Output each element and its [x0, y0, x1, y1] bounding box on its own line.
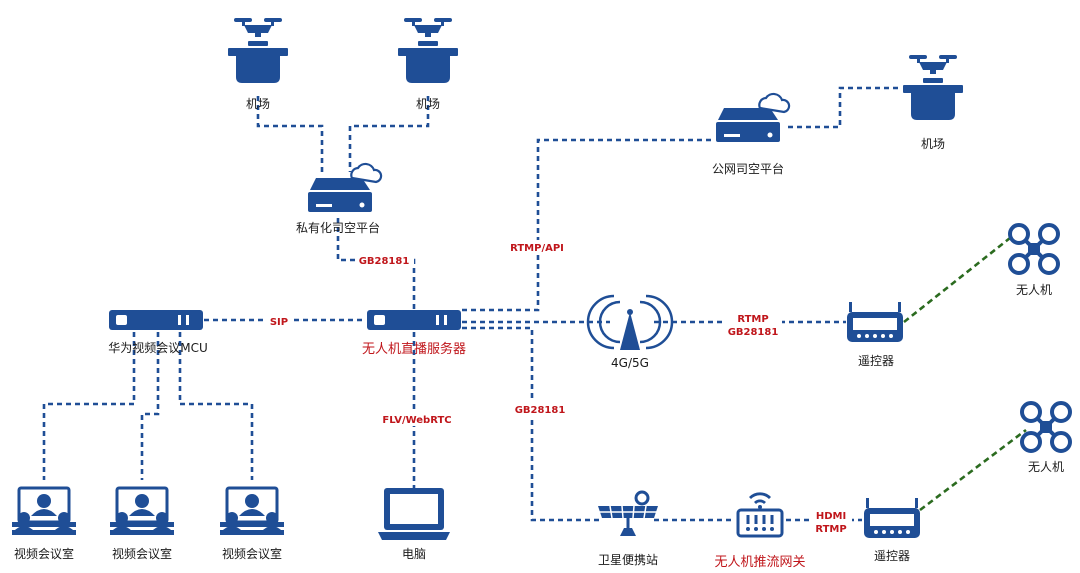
links	[42, 86, 1027, 522]
node-server: 无人机直播服务器	[362, 310, 466, 357]
drone-dock-icon	[903, 55, 963, 120]
link-label-gb-top: GB28181	[359, 256, 410, 267]
satellite-dish-icon	[596, 490, 660, 538]
link-mcu-room1	[42, 332, 136, 480]
node-remote-2-label: 遥控器	[874, 549, 910, 563]
link-airport1-private	[256, 96, 324, 172]
node-remote-2: 遥控器	[864, 498, 920, 563]
drone-dock-icon	[398, 18, 458, 83]
node-mcu-label: 华为视频会议MCU	[108, 340, 208, 355]
network-box-icon	[109, 310, 203, 330]
link-label-gb-mid: GB28181	[515, 405, 566, 416]
node-airport-1: 机场	[228, 18, 288, 111]
node-private-platform: 私有化司空平台	[296, 162, 383, 235]
node-satellite: 卫星便携站	[596, 490, 660, 567]
link-label-hdmi: HDMI	[816, 511, 846, 522]
node-satellite-label: 卫星便携站	[598, 552, 658, 567]
node-room-1: 视频会议室	[10, 486, 78, 561]
node-server-label: 无人机直播服务器	[362, 341, 466, 357]
link-server-public	[462, 138, 714, 312]
node-airport-3-label: 机场	[921, 137, 945, 151]
link-public-airport3	[788, 86, 900, 129]
drone-icon	[1008, 223, 1060, 275]
wireless-remote1-drone1	[903, 236, 1011, 324]
node-cellular: 4G/5G	[586, 294, 674, 370]
link-private-server	[336, 218, 416, 310]
link-label-sip: SIP	[270, 317, 288, 328]
label-backgrounds	[264, 240, 852, 536]
link-label-gb-right: GB28181	[728, 327, 779, 338]
node-computer: 电脑	[378, 488, 450, 561]
node-room-1-label: 视频会议室	[14, 546, 74, 561]
router-icon	[736, 492, 784, 538]
node-drone-1-label: 无人机	[1016, 283, 1052, 297]
node-airport-3: 机场	[903, 55, 963, 151]
node-computer-label: 电脑	[402, 547, 426, 561]
link-label-rtmp-api: RTMP/API	[510, 243, 564, 254]
node-remote-1-label: 遥控器	[858, 354, 894, 368]
link-mcu-room2	[140, 332, 160, 480]
link-airport2-private	[348, 96, 430, 172]
laptop-icon	[378, 488, 450, 540]
node-room-2-label: 视频会议室	[112, 546, 172, 561]
node-drone-2-label: 无人机	[1028, 460, 1064, 474]
remote-controller-icon	[847, 302, 903, 342]
node-airport-2-label: 机场	[416, 97, 440, 111]
cloud-server-icon	[306, 162, 383, 214]
node-drone-2: 无人机	[1020, 401, 1072, 474]
wireless-remote2-drone2	[919, 428, 1027, 512]
remote-controller-icon	[864, 498, 920, 538]
node-room-3-label: 视频会议室	[222, 546, 282, 561]
link-server-satellite	[462, 326, 602, 522]
conference-room-icon	[108, 486, 176, 537]
node-gateway-label: 无人机推流网关	[714, 555, 805, 570]
link-label-rtmp-1: RTMP	[737, 314, 768, 325]
node-drone-1: 无人机	[1008, 223, 1060, 297]
node-room-3: 视频会议室	[218, 486, 286, 561]
conference-room-icon	[10, 486, 78, 537]
node-public-platform: 公网司空平台	[712, 92, 791, 176]
cloud-server-icon	[714, 92, 791, 144]
node-gateway: 无人机推流网关	[714, 492, 806, 570]
node-room-2: 视频会议室	[108, 486, 176, 561]
node-mcu: 华为视频会议MCU	[108, 310, 208, 355]
node-cellular-label: 4G/5G	[611, 356, 649, 370]
drone-dock-icon	[228, 18, 288, 83]
node-remote-1: 遥控器	[847, 302, 903, 368]
network-box-icon	[367, 310, 461, 330]
node-public-platform-label: 公网司空平台	[712, 161, 784, 176]
link-label-rtmp-2: RTMP	[815, 524, 846, 535]
link-mcu-room3	[178, 332, 254, 480]
conference-room-icon	[218, 486, 286, 537]
link-labels: GB28181 RTMP/API SIP RTMP GB28181 FLV/We…	[270, 243, 847, 535]
node-private-platform-label: 私有化司空平台	[296, 220, 380, 235]
node-airport-2: 机场	[398, 18, 458, 111]
link-label-flv: FLV/WebRTC	[382, 415, 451, 426]
drone-icon	[1020, 401, 1072, 453]
node-airport-1-label: 机场	[246, 97, 270, 111]
antenna-icon	[586, 294, 674, 350]
